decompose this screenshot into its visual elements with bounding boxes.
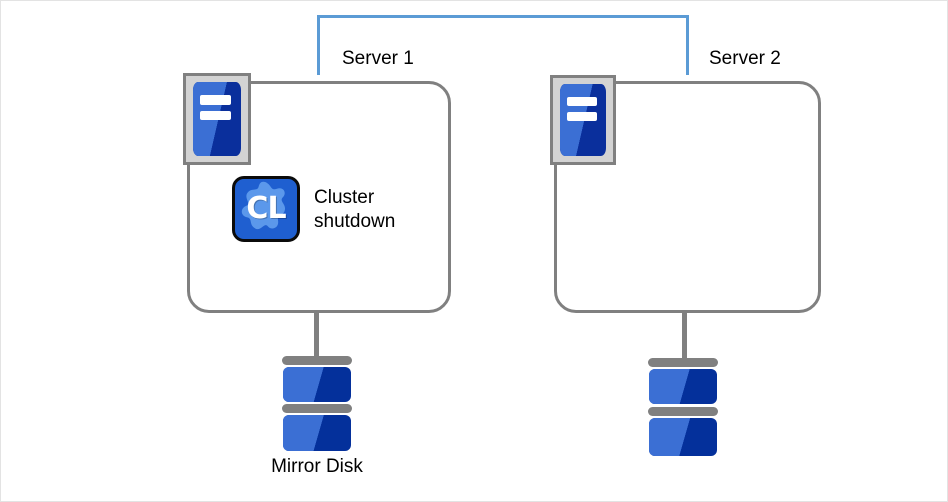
- disk-cap-top-1: [282, 356, 352, 365]
- mirror-disk-server-1: [282, 356, 352, 451]
- disk-platter-sheen-1b: [283, 415, 351, 451]
- disk-platter-sheen-1a: [283, 367, 351, 402]
- server-1-label: Server 1: [342, 48, 414, 69]
- server-icon-slot-bottom-1: [200, 110, 232, 121]
- disk-platter-sheen-2a: [649, 369, 717, 404]
- server-2-disk-connector: [682, 313, 687, 358]
- disk-platter-lower-2: [649, 418, 717, 456]
- server-1-status-label: Cluster shutdown: [314, 187, 396, 233]
- server-icon-body-1: [193, 82, 241, 156]
- mirror-disk-server-2: [648, 358, 718, 456]
- disk-cap-middle-2: [648, 407, 718, 416]
- server-icon-body-2: [560, 83, 606, 157]
- disk-cap-top-2: [648, 358, 718, 367]
- disk-platter-upper-2: [649, 369, 717, 404]
- server-interconnect-line: [317, 15, 689, 75]
- server-icon-slot-top-2: [566, 96, 597, 107]
- disk-cap-middle-1: [282, 404, 352, 413]
- cluster-cl-icon-text: CL: [246, 191, 286, 226]
- server-icon-slot-bottom-2: [566, 112, 597, 122]
- server-2-label: Server 2: [709, 48, 781, 69]
- server-machine-icon-2: [550, 75, 616, 165]
- cluster-splash-shape: [242, 182, 286, 230]
- disk-platter-sheen-2b: [649, 418, 717, 456]
- server-icon-slot-top-1: [200, 95, 232, 105]
- server-1-disk-connector: [314, 313, 319, 358]
- disk-platter-upper-1: [283, 367, 351, 402]
- disk-platter-lower-1: [283, 415, 351, 451]
- cluster-cl-icon: CL: [232, 176, 300, 242]
- server-machine-icon-1: [183, 73, 251, 165]
- mirror-disk-label: Mirror Disk: [271, 456, 363, 477]
